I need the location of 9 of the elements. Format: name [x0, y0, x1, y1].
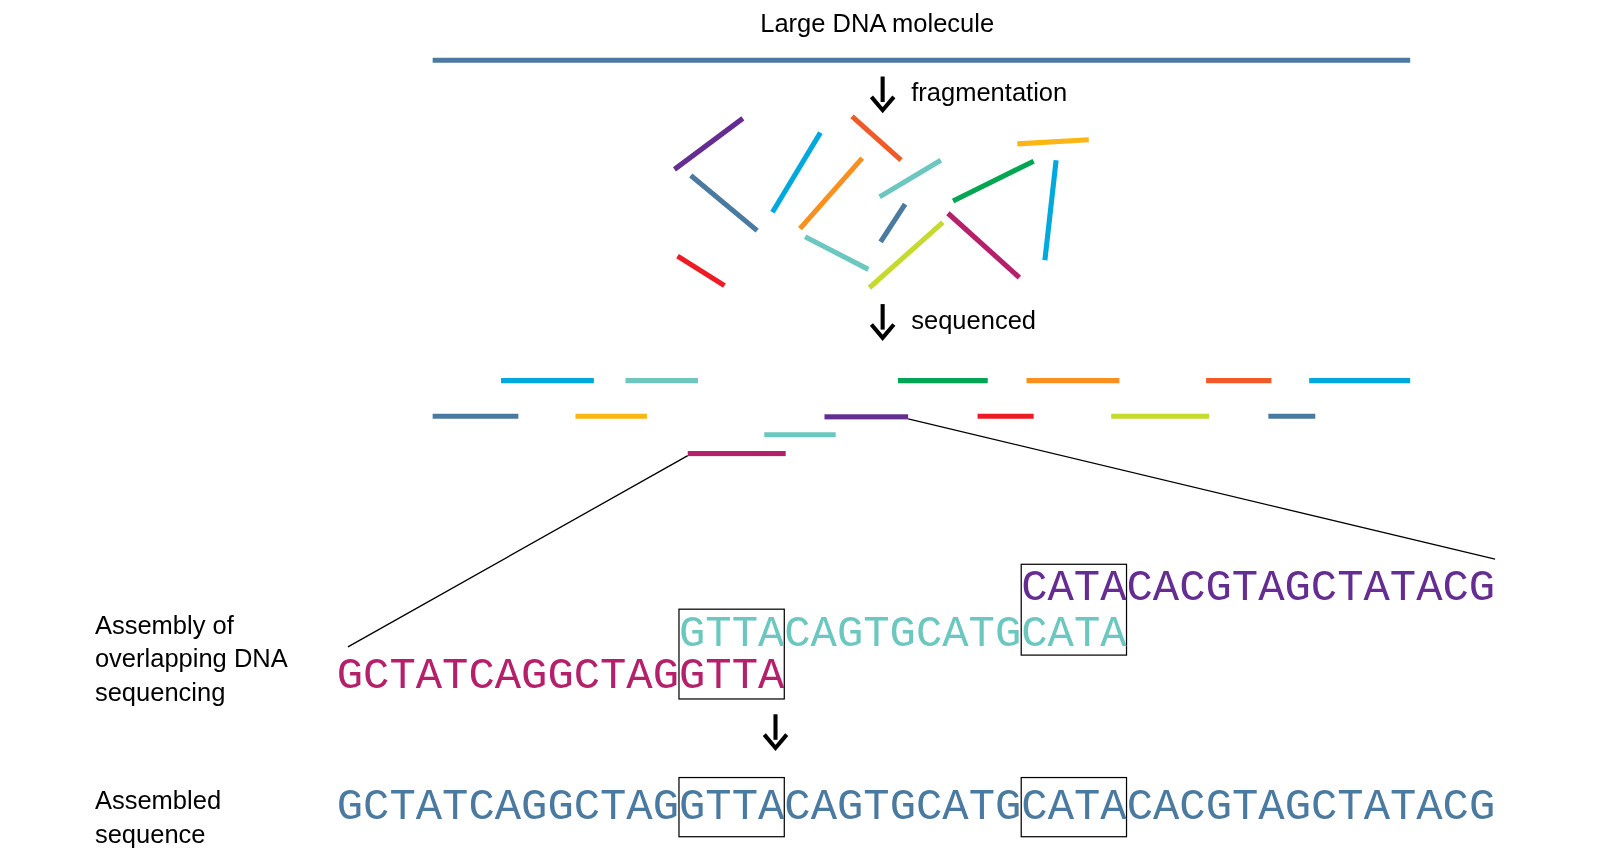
sequence-read-bar — [824, 413, 909, 419]
leader-line — [907, 418, 1496, 560]
row-label: Assembly of overlapping DNA sequencing — [94, 609, 288, 709]
step-label: fragmentation — [911, 76, 1068, 108]
step-label: sequenced — [911, 304, 1037, 335]
heading: Large DNA molecule — [760, 7, 995, 38]
sequence-read-bar — [687, 450, 786, 456]
row-label: Assembled sequence — [94, 784, 223, 850]
leader-line — [347, 454, 689, 648]
